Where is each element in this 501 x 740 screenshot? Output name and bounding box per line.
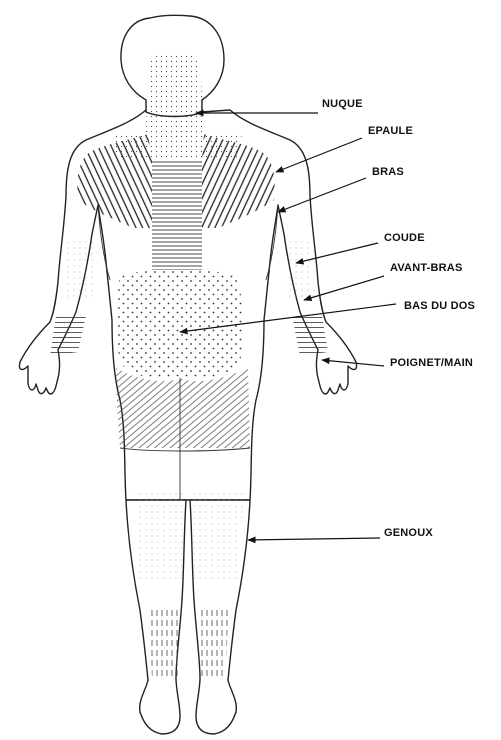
label-epaule: EPAULE [368,125,413,137]
zone-shin-left [150,610,180,680]
zone-upper-back-dots [112,135,242,160]
zone-wrist-left [50,316,86,356]
label-nuque: NUQUE [322,98,363,110]
label-genoux: GENOUX [384,527,433,539]
zone-knee-left [134,490,184,580]
label-avant-bras: AVANT-BRAS [390,262,462,274]
zone-upper-spine [152,160,202,270]
zone-neck [146,54,204,138]
zone-shin-right [198,610,228,680]
zone-wrist-right [292,316,328,356]
arrow-genoux [248,538,380,540]
zone-lower-back [116,270,243,379]
label-bas-du-dos: BAS DU DOS [404,300,475,312]
zone-hips [116,368,250,448]
label-poignet-main: POIGNET/MAIN [390,357,473,369]
label-bras: BRAS [372,166,404,178]
zone-knee-right [192,490,244,580]
label-coude: COUDE [384,232,425,244]
